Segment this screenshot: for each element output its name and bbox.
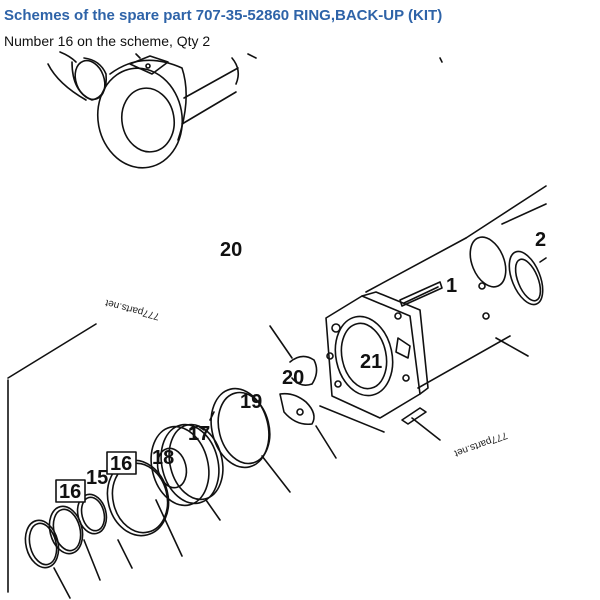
label-16b: 16 (59, 481, 81, 503)
label-19: 19 (240, 391, 262, 413)
label-2: 2 (535, 229, 546, 251)
rod-eye-assembly (47, 51, 443, 169)
label-1: 1 (446, 275, 457, 297)
cylinder-tube-assembly (319, 185, 547, 441)
label-20-top: 20 (220, 239, 242, 261)
watermark: 777parts.net (453, 429, 509, 458)
highlight-box-16a (106, 451, 137, 475)
label-20: 20 (282, 367, 304, 389)
label-17: 17 (188, 423, 210, 445)
piston-seals-assembly (7, 323, 337, 599)
label-16a: 16 (110, 453, 132, 475)
label-21: 21 (360, 351, 382, 373)
label-18: 18 (152, 447, 174, 469)
page-title: Schemes of the spare part 707-35-52860 R… (4, 7, 443, 24)
label-15: 15 (86, 467, 108, 489)
watermark: 777parts.net (104, 297, 161, 322)
highlight-box-16b (55, 479, 86, 503)
part-info: Number 16 on the scheme, Qty 2 (4, 33, 211, 49)
